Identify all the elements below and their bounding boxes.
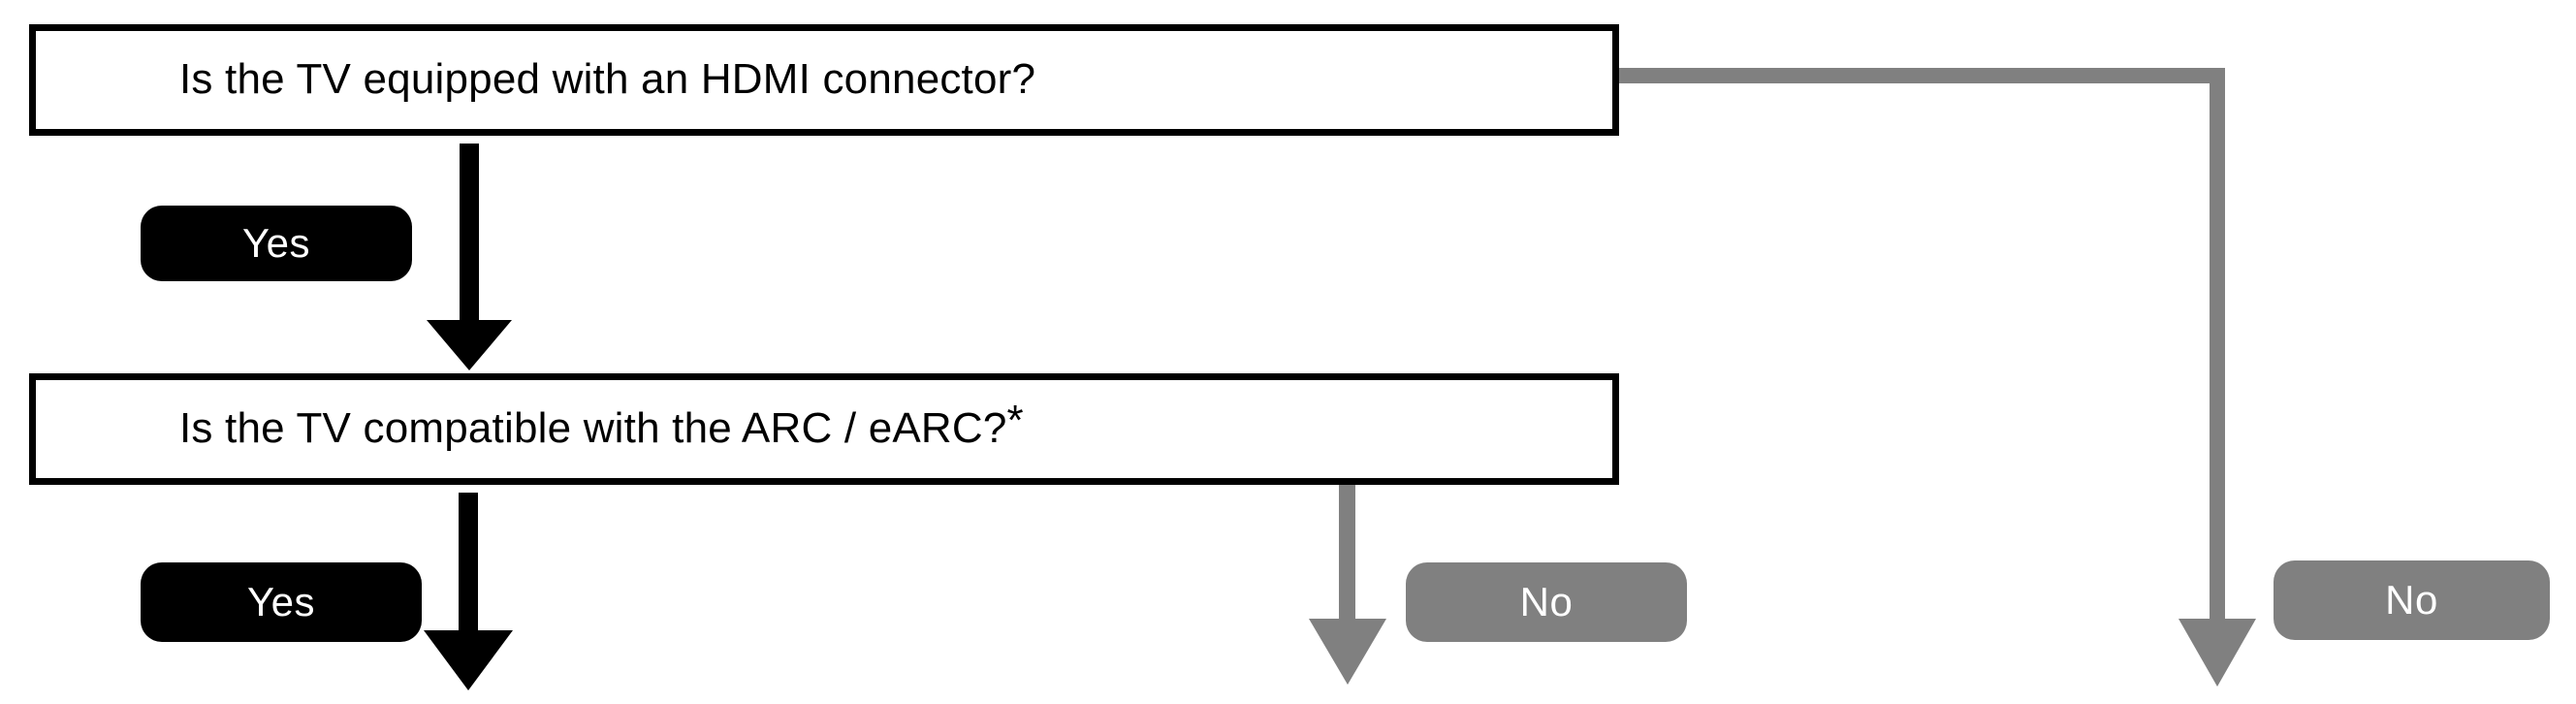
branch-label-yes-arc: Yes xyxy=(141,562,422,642)
edge-hdmi-no-arrow xyxy=(1617,68,2256,687)
branch-label-yes-hdmi-text: Yes xyxy=(241,220,311,266)
edge-arc-no-arrow xyxy=(1309,483,1386,685)
decision-box-hdmi[interactable]: Is the TV equipped with an HDMI connecto… xyxy=(29,24,1619,136)
decision-box-hdmi-label: Is the TV equipped with an HDMI connecto… xyxy=(179,55,1036,104)
edge-hdmi-yes-arrow xyxy=(427,144,512,370)
branch-label-no-arc-text: No xyxy=(1519,579,1574,624)
edge-arc-yes-arrow xyxy=(424,493,513,690)
footnote-asterisk: * xyxy=(1006,397,1024,445)
branch-label-no-hdmi-text: No xyxy=(2385,577,2438,623)
decision-box-arc-text: Is the TV compatible with the ARC / eARC… xyxy=(179,404,1007,453)
decision-box-arc[interactable]: Is the TV compatible with the ARC / eARC… xyxy=(29,373,1619,485)
branch-label-no-arc: No xyxy=(1406,562,1687,642)
decision-box-arc-label: Is the TV compatible with the ARC / eARC… xyxy=(36,400,1024,453)
branch-label-yes-hdmi: Yes xyxy=(141,206,412,281)
branch-label-no-hdmi: No xyxy=(2274,560,2550,640)
branch-label-yes-arc-text: Yes xyxy=(246,579,316,624)
